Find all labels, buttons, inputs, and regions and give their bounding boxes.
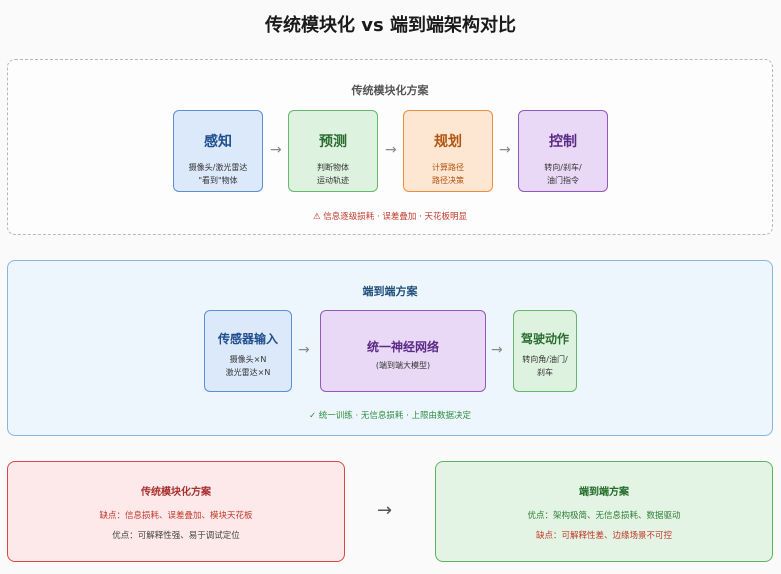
- control-sub2: 油门指令: [547, 176, 579, 185]
- driving-action-sub2: 刹车: [537, 368, 553, 377]
- end-to-end-summary-title: 端到端方案: [579, 487, 629, 498]
- page-title: 传统模块化 vs 端到端架构对比: [265, 15, 516, 36]
- control-sub1: 转向/刹车/: [544, 163, 582, 172]
- planning-sub2: 路径决策: [432, 176, 464, 185]
- end-to-end-pros: 优点：架构极简、无信息损耗、数据驱动: [527, 511, 681, 521]
- perception-sub2: "看到"物体: [198, 176, 238, 185]
- traditional-warning: ⚠ 信息逐级损耗 · 误差叠加 · 天花板明显: [312, 212, 468, 222]
- prediction-sub2: 运动轨迹: [317, 176, 349, 185]
- neural-network-title: 统一神经网络: [366, 340, 439, 354]
- perception-title: 感知: [204, 134, 232, 150]
- prediction-module: 预测 判断物体 运动轨迹: [288, 110, 378, 192]
- traditional-summary-title: 传统模块化方案: [141, 487, 211, 498]
- sensor-input-title: 传感器输入: [217, 332, 278, 346]
- flow-arrow-2: →: [385, 142, 397, 158]
- end-to-end-panel: 端到端方案 传感器输入 摄像头×N 激光雷达×N → 统一神经网络 (端到端大模…: [7, 260, 773, 436]
- flow-arrow-1: →: [270, 142, 282, 158]
- planning-sub1: 计算路径: [432, 163, 464, 172]
- e2e-arrow-1: →: [298, 342, 310, 358]
- driving-action-title: 驾驶动作: [520, 332, 569, 346]
- perception-module: 感知 摄像头/激光雷达 "看到"物体: [173, 110, 263, 192]
- e2e-arrow-2: →: [491, 342, 503, 358]
- traditional-cons: 缺点：信息损耗、误差叠加、模块天花板: [99, 511, 253, 521]
- end-to-end-heading: 端到端方案: [362, 285, 418, 298]
- prediction-sub1: 判断物体: [317, 163, 349, 172]
- neural-network-box: 统一神经网络 (端到端大模型): [320, 310, 486, 392]
- driving-action-sub1: 转向角/油门/: [522, 355, 568, 364]
- sensor-input-box: 传感器输入 摄像头×N 激光雷达×N: [204, 310, 292, 392]
- comparison-arrow: →: [377, 500, 393, 521]
- neural-network-sub: (端到端大模型): [375, 361, 431, 370]
- prediction-title: 预测: [319, 134, 347, 150]
- flow-arrow-3: →: [499, 142, 511, 158]
- control-title: 控制: [549, 134, 577, 150]
- planning-module: 规划 计算路径 路径决策: [403, 110, 493, 192]
- traditional-summary-card: 传统模块化方案 缺点：信息损耗、误差叠加、模块天花板 优点：可解释性强、易于调试…: [7, 461, 345, 562]
- end-to-end-cons: 缺点：可解释性差、边缘场景不可控: [535, 531, 672, 541]
- end-to-end-note: ✓ 统一训练 · 无信息损耗 · 上限由数据决定: [308, 411, 472, 421]
- traditional-panel: 传统模块化方案 感知 摄像头/激光雷达 "看到"物体 → 预测 判断物体 运动轨…: [7, 59, 773, 235]
- control-module: 控制 转向/刹车/ 油门指令: [518, 110, 608, 192]
- sensor-input-sub1: 摄像头×N: [229, 355, 267, 364]
- end-to-end-summary-card: 端到端方案 优点：架构极简、无信息损耗、数据驱动 缺点：可解释性差、边缘场景不可…: [435, 461, 773, 562]
- traditional-heading: 传统模块化方案: [351, 84, 429, 97]
- planning-title: 规划: [434, 134, 462, 150]
- sensor-input-sub2: 激光雷达×N: [225, 368, 271, 377]
- traditional-pros: 优点：可解释性强、易于调试定位: [112, 531, 240, 541]
- perception-sub1: 摄像头/激光雷达: [188, 163, 248, 172]
- driving-action-box: 驾驶动作 转向角/油门/ 刹车: [513, 310, 577, 392]
